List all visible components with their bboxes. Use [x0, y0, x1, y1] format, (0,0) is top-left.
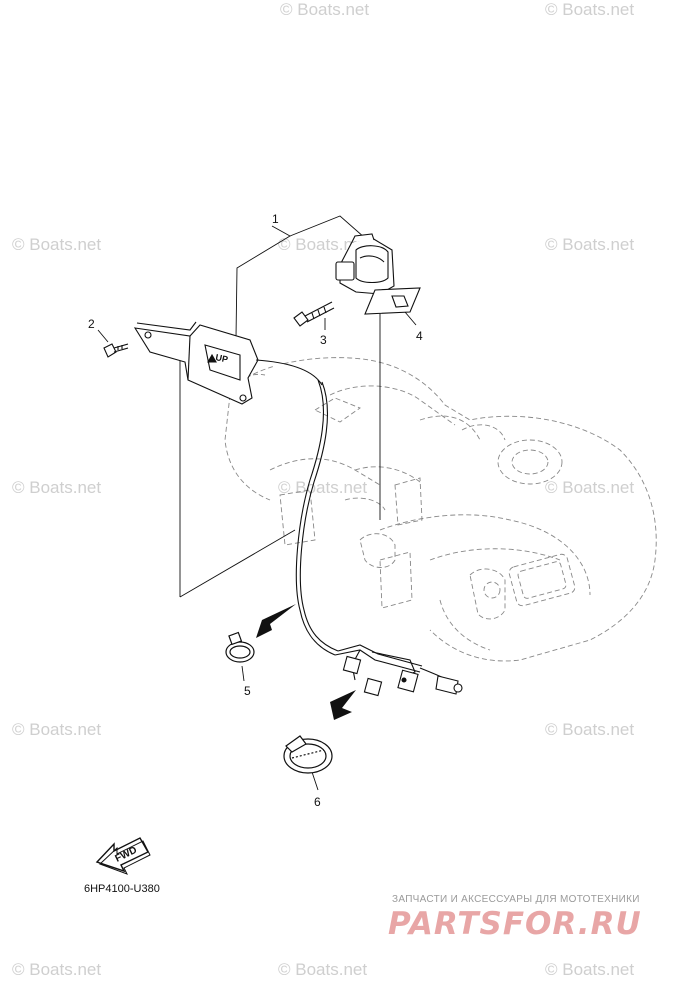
- callout-6: 6: [314, 795, 321, 809]
- watermark: © Boats.net: [545, 235, 634, 254]
- part-3-screw: [293, 301, 335, 327]
- watermark: © Boats.net: [280, 0, 369, 19]
- callout-2: 2: [88, 317, 95, 331]
- watermark: © Boats.net: [545, 720, 634, 739]
- watermark: © Boats.net: [545, 0, 634, 19]
- part-1-clip-holder: [335, 233, 395, 295]
- part-6-band-clamp: [283, 735, 333, 774]
- brand-logo: PARTSFOR.RU: [388, 906, 642, 942]
- direction-arrows: [256, 604, 356, 720]
- watermark: © Boats.net: [545, 478, 634, 497]
- fwd-arrow-icon: [95, 837, 149, 873]
- watermark-layer: © Boats.net © Boats.net © Boats.net © Bo…: [12, 0, 634, 979]
- callout-3: 3: [320, 333, 327, 347]
- callout-1: 1: [272, 212, 279, 226]
- engine-outline: [224, 357, 657, 662]
- callout-5: 5: [244, 684, 251, 698]
- watermark: © Boats.net: [12, 478, 101, 497]
- callout-4: 4: [416, 329, 423, 343]
- watermark: © Boats.net: [278, 478, 367, 497]
- part-4-plate: [364, 287, 421, 315]
- part-2-bolt: [103, 343, 129, 358]
- watermark: © Boats.net: [12, 960, 101, 979]
- watermark: © Boats.net: [12, 235, 101, 254]
- drawing-code: 6HP4100-U380: [84, 883, 160, 895]
- part-5-clamp: [225, 631, 255, 663]
- wiring-harness: [295, 379, 449, 681]
- fwd-direction-indicator: FWD: [95, 837, 151, 875]
- up-label: UP: [215, 352, 229, 364]
- connectors: [342, 655, 463, 697]
- leader-lines: [97, 215, 417, 791]
- brand-tagline: ЗАПЧАСТИ И АКСЕССУАРЫ ДЛЯ МОТОТЕХНИКИ: [392, 894, 640, 905]
- callout-labels: 1 2 3 4 5 6: [88, 212, 423, 809]
- watermark: © Boats.net: [278, 960, 367, 979]
- part-1-sensor-assembly: UP: [133, 321, 323, 405]
- watermark: © Boats.net: [278, 235, 367, 254]
- watermark: © Boats.net: [545, 960, 634, 979]
- watermark: © Boats.net: [12, 720, 101, 739]
